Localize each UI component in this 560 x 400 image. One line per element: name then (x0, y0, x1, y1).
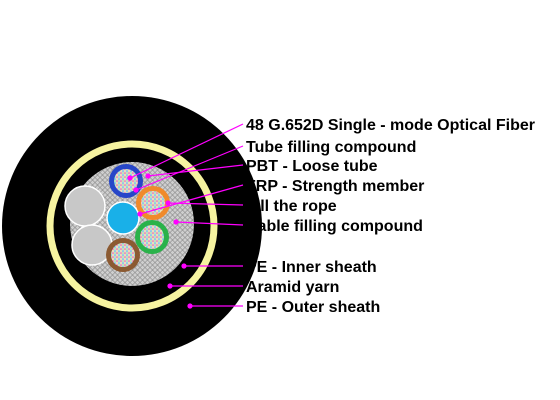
cable-cross-section (2, 96, 262, 356)
leader-dot-fiber (127, 175, 133, 181)
leader-lines (127, 123, 244, 309)
leader-dot-aramid (167, 283, 173, 289)
label-pbt: PBT - Loose tube (246, 158, 378, 175)
label-fill-rope: Fill the rope (246, 198, 337, 215)
frp-strength-member (106, 201, 140, 235)
label-cable-filling: Cable filling compound (246, 218, 423, 235)
leader-line-fiber (129, 123, 244, 179)
label-tube-filling: Tube filling compound (246, 139, 416, 156)
loose-tube-green (135, 220, 169, 254)
leader-line-frp (139, 184, 244, 215)
loose-tube-brown (106, 238, 140, 272)
label-frp: FRP - Strength member (246, 178, 424, 195)
leader-dot-frp (137, 211, 143, 217)
leader-dot-fill-rope (165, 200, 171, 206)
label-pe-inner: PE - Inner sheath (246, 259, 377, 276)
leader-line-pbt (147, 164, 244, 177)
leader-line-cable-filling (175, 221, 244, 226)
leader-dot-pbt (145, 173, 151, 179)
loose-tube-blue (109, 164, 143, 198)
leader-dot-pe-outer (187, 303, 193, 309)
leader-dot-pe-inner (181, 263, 187, 269)
label-fiber: 48 G.652D Single - mode Optical Fiber (246, 117, 535, 134)
leader-dot-cable-filling (173, 219, 179, 225)
aramid-yarn-ring (46, 140, 218, 312)
labels: 48 G.652D Single - mode Optical Fiber Tu… (246, 117, 535, 316)
label-aramid: Aramid yarn (246, 279, 339, 296)
leader-line-tube-filling (135, 145, 244, 191)
label-pe-outer: PE - Outer sheath (246, 299, 380, 316)
leader-dot-tube-filling (133, 187, 139, 193)
filler-rope-top (64, 185, 106, 227)
leader-line-fill-rope (167, 202, 244, 206)
filler-rope-bottom (71, 224, 113, 266)
